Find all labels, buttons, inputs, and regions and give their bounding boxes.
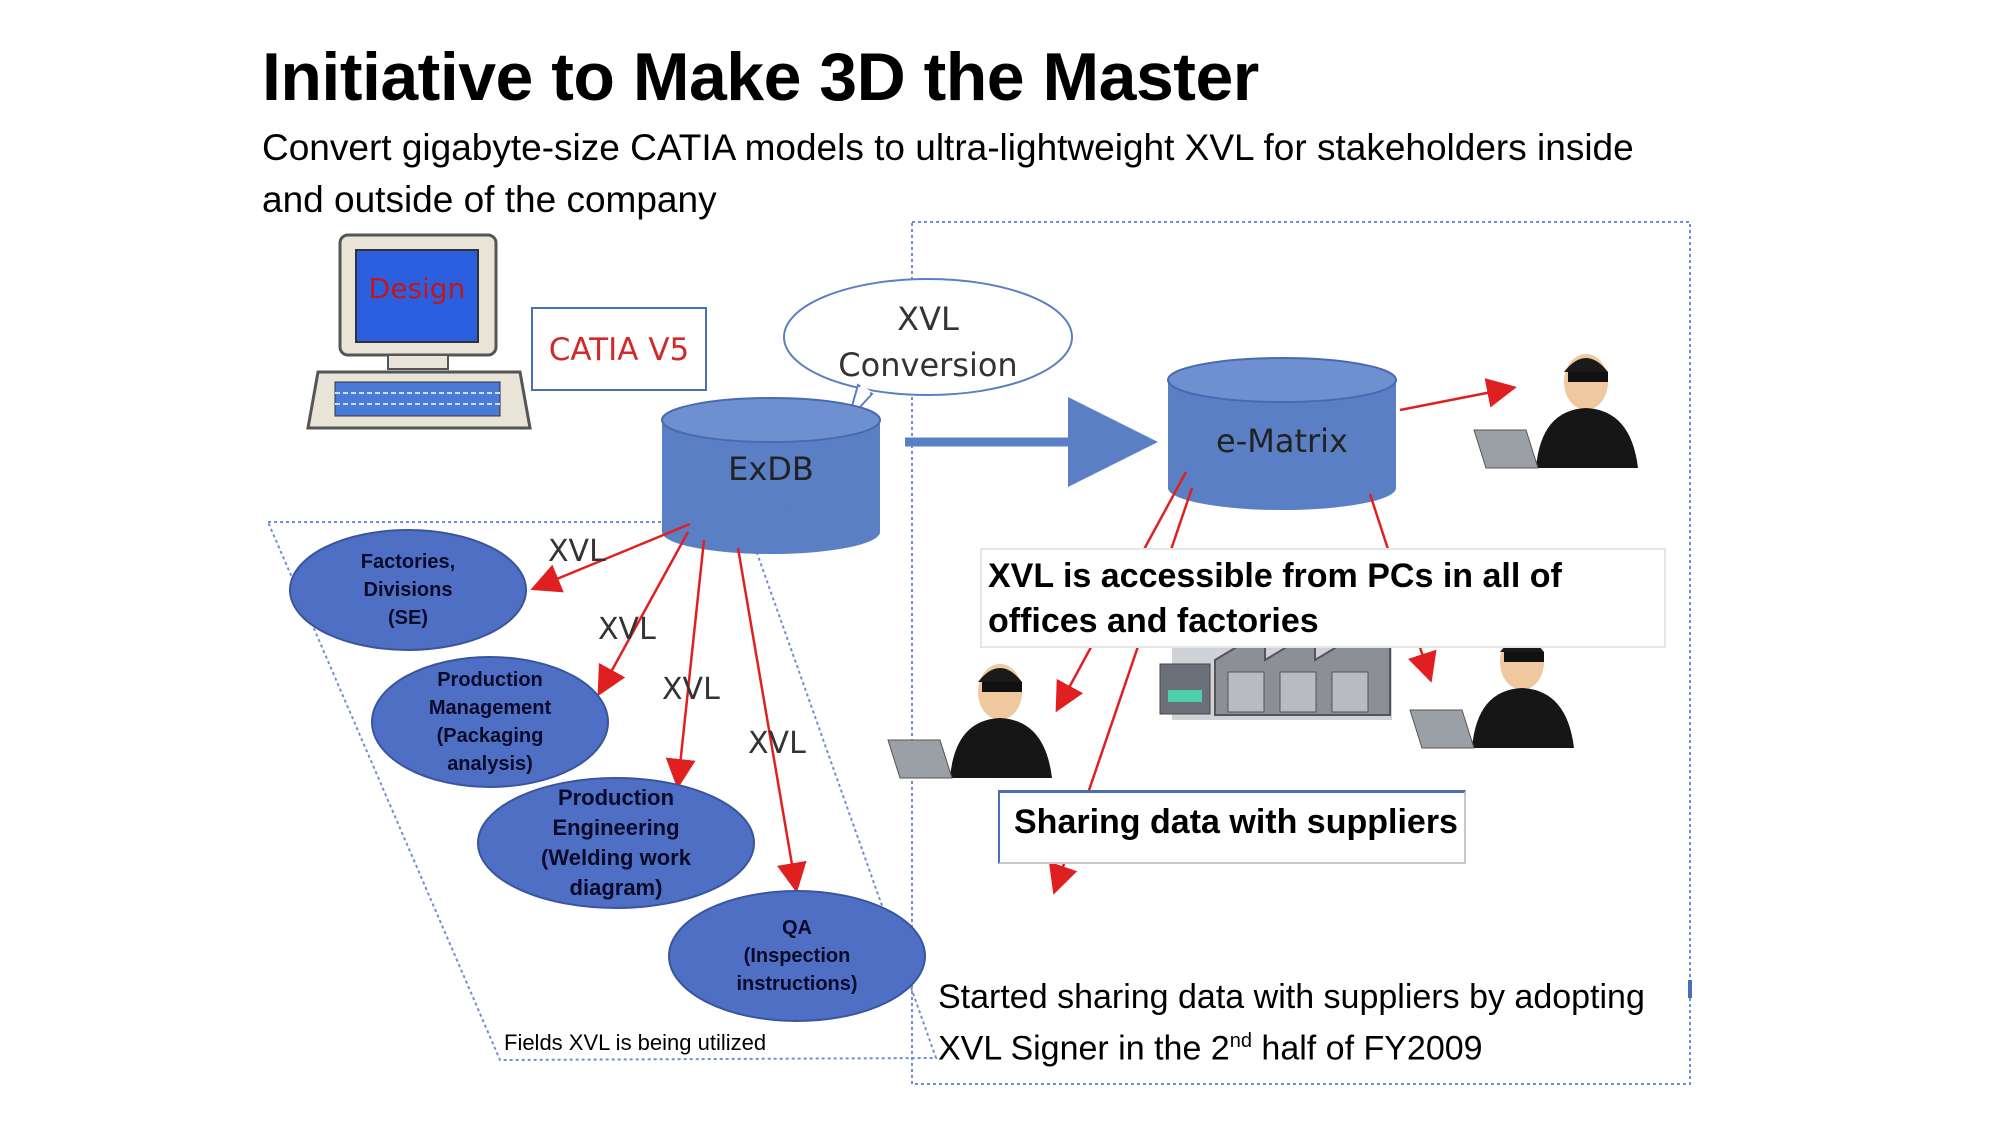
field-qa-line-2: (Inspection — [743, 945, 851, 967]
field-pe-line-1: Production — [557, 785, 675, 810]
arrow-to-qa — [736, 547, 807, 893]
field-ellipse-factories — [289, 529, 527, 651]
conversion-bubble-line-2: Conversion — [838, 346, 1018, 384]
exdb-label: ExDB — [728, 450, 814, 488]
xvl-label-production-engineering: XVL — [662, 672, 720, 707]
field-pm-line-2: Management — [428, 697, 552, 719]
computer-icon — [306, 233, 532, 430]
field-pe-line-2: Engineering — [552, 815, 680, 840]
arrow-to-factories — [530, 522, 691, 593]
field-production-engineering-text: Production Engineering (Welding work dia… — [478, 778, 754, 908]
catia-label: CATIA V5 — [548, 332, 690, 368]
field-pe-line-3: (Welding work — [541, 845, 691, 870]
field-qa-line-1: QA — [782, 917, 812, 939]
xvl-label-qa: XVL — [748, 726, 806, 761]
person-laptop-icon — [1409, 634, 1574, 749]
arrow-to-remote-user — [1399, 378, 1517, 412]
field-factories-line-3: (SE) — [388, 607, 428, 629]
field-factories-line-1: Factories, — [360, 551, 456, 573]
ematrix-label: e-Matrix — [1216, 422, 1348, 460]
arrow-to-production-management — [597, 531, 690, 697]
field-factories-line-2: Divisions — [363, 579, 453, 601]
fields-caption: Fields XVL is being utilized — [504, 1030, 767, 1055]
supplier-note-superscript: nd — [1229, 1030, 1252, 1052]
field-pm-line-4: analysis) — [447, 753, 533, 775]
page-subtitle: Convert gigabyte-size CATIA models to ul… — [262, 127, 1634, 220]
xvl-label-production-management: XVL — [598, 612, 656, 647]
supplier-note-end: half of FY2009 — [1251, 1029, 1483, 1068]
factory-icon — [1159, 602, 1392, 720]
conversion-bubble-line-1: XVL — [897, 300, 959, 338]
suppliers-callout: Sharing data with suppliers — [998, 790, 1466, 864]
field-factories-text: Factories, Divisions (SE) — [290, 530, 526, 650]
supplier-region-border — [911, 221, 1691, 1085]
field-pm-line-3: (Packaging — [436, 725, 544, 747]
field-pe-line-4: diagram) — [569, 875, 663, 900]
xvl-label-factories: XVL — [548, 534, 606, 569]
supplier-note-main: Started sharing data with suppliers by a… — [938, 978, 1645, 1068]
field-ellipse-qa — [668, 890, 926, 1022]
field-qa-text: QA (Inspection instructions) — [669, 891, 925, 1021]
fields-region-border — [266, 521, 938, 1062]
page-title: Initiative to Make 3D the Master — [262, 39, 1259, 115]
conversion-bubble-text: XVL Conversion — [800, 296, 1056, 388]
catia-box — [531, 307, 707, 391]
ematrix-database-icon — [1167, 357, 1397, 510]
field-production-management-text: Production Management (Packaging analysi… — [372, 657, 608, 787]
field-pm-line-1: Production — [437, 669, 543, 691]
person-laptop-icon — [1473, 354, 1638, 469]
exdb-database-icon — [661, 397, 881, 554]
field-qa-line-3: instructions) — [736, 973, 858, 995]
field-ellipse-production-management — [371, 656, 609, 788]
person-laptop-icon — [887, 664, 1052, 779]
field-ellipse-production-engineering — [477, 777, 755, 909]
accessible-callout: XVL is accessible from PCs in all of off… — [980, 548, 1666, 648]
arrow-to-production-engineering — [665, 539, 706, 789]
supplier-note: Started sharing data with suppliers by a… — [938, 975, 1698, 1070]
computer-screen-label: Design — [368, 272, 466, 305]
